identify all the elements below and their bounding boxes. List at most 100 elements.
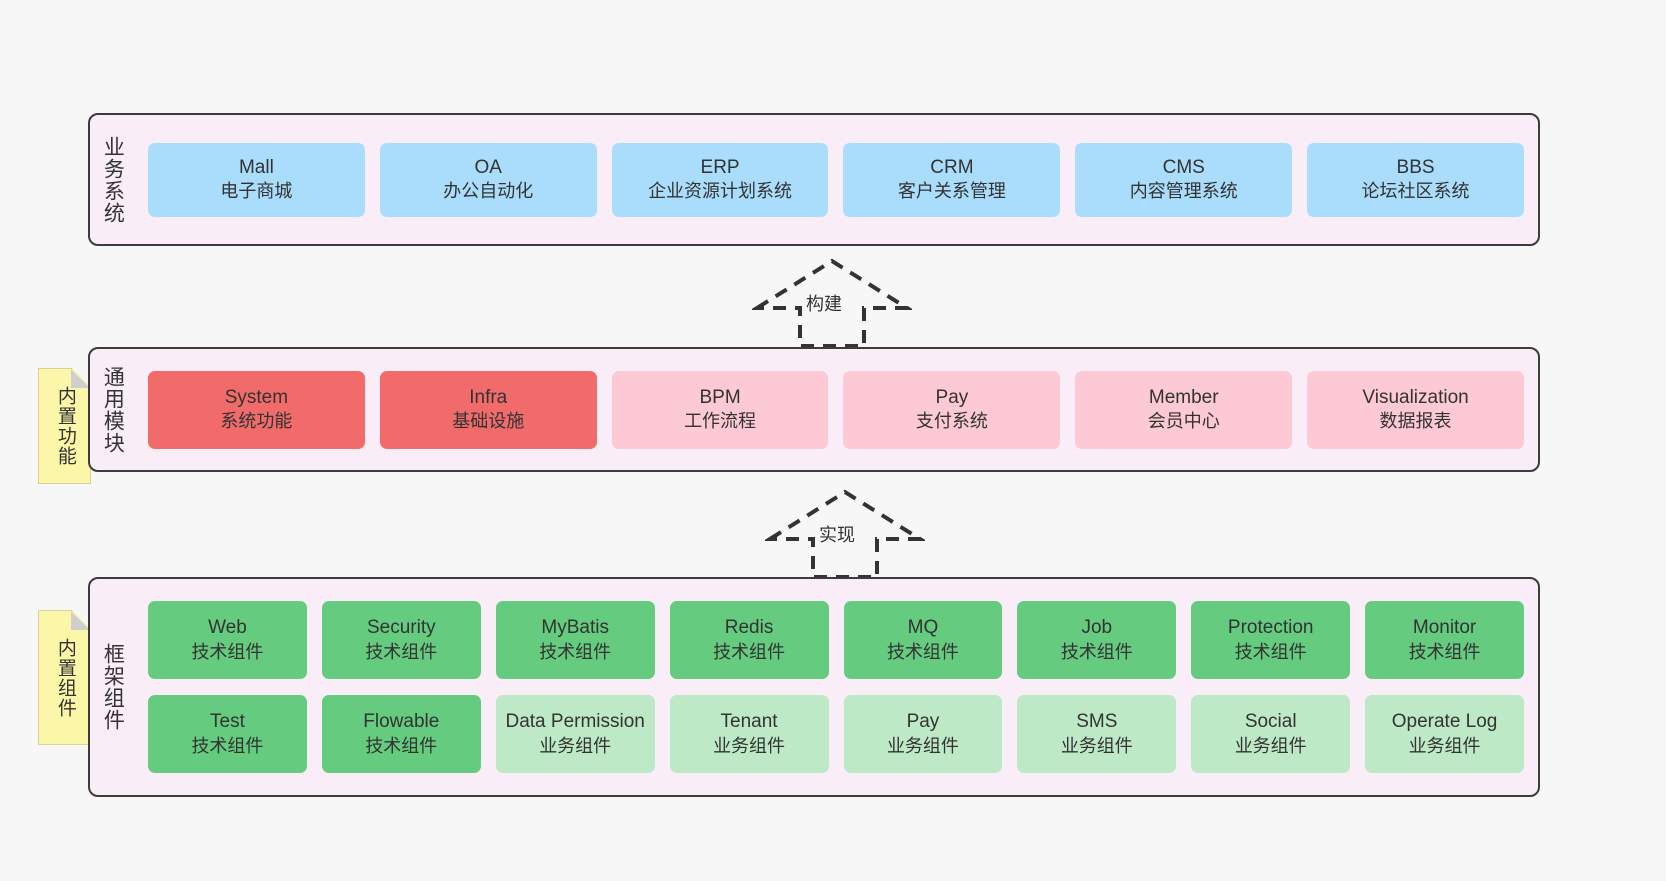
node-title: Protection [1227, 617, 1314, 639]
node-title: OA [474, 156, 502, 178]
layer-common-modules: 通用模块 System 系统功能 Infra 基础设施 BPM 工作流程 Pay… [88, 347, 1540, 472]
node-subtitle: 支付系统 [915, 411, 988, 432]
note-text: 内置组件 [54, 637, 76, 718]
node-cms[interactable]: CMS 内容管理系统 [1075, 142, 1293, 217]
connector-build-label: 构建 [806, 294, 842, 314]
node-subtitle: 技术组件 [1060, 641, 1133, 662]
node-subtitle: 技术组件 [713, 641, 786, 662]
node-title: CMS [1162, 156, 1205, 178]
node-pay[interactable]: Pay 支付系统 [843, 370, 1061, 449]
node-title: Pay [906, 711, 940, 733]
node-subtitle: 客户关系管理 [897, 181, 1006, 202]
layer-business-systems: 业务系统 Mall 电子商城 OA 办公自动化 ERP 企业资源计划系统 CRM… [88, 113, 1540, 246]
node-title: ERP [700, 156, 740, 178]
node-title: Pay [935, 386, 969, 408]
node-system[interactable]: System 系统功能 [148, 370, 365, 449]
node-subtitle: 业务组件 [539, 735, 612, 756]
layer-framework-components: 框架组件 Web 技术组件 Security 技术组件 MyBatis 技术组件… [88, 577, 1540, 797]
node-title: Security [366, 617, 436, 639]
node-subtitle: 技术组件 [1234, 641, 1307, 662]
node-subtitle: 业务组件 [886, 735, 959, 756]
node-social[interactable]: Social 业务组件 [1191, 695, 1351, 773]
node-security[interactable]: Security 技术组件 [321, 601, 481, 679]
node-flowable[interactable]: Flowable 技术组件 [321, 695, 481, 773]
note-builtin-components: 内置组件 [38, 610, 91, 745]
node-title: Web [208, 617, 247, 639]
node-web[interactable]: Web 技术组件 [148, 601, 307, 679]
node-subtitle: 工作流程 [684, 411, 757, 432]
node-subtitle: 业务组件 [1408, 735, 1481, 756]
node-title: Tenant [720, 711, 778, 733]
layer-body-framework-components: Web 技术组件 Security 技术组件 MyBatis 技术组件 Redi… [134, 579, 1538, 795]
node-monitor[interactable]: Monitor 技术组件 [1365, 601, 1524, 679]
node-subtitle: 会员中心 [1147, 411, 1220, 432]
node-bbs[interactable]: BBS 论坛社区系统 [1307, 142, 1524, 217]
node-subtitle: 业务组件 [1234, 735, 1307, 756]
node-subtitle: 系统功能 [220, 411, 293, 432]
node-title: Member [1148, 386, 1219, 408]
node-pay-component[interactable]: Pay 业务组件 [843, 695, 1003, 773]
node-subtitle: 技术组件 [1408, 641, 1481, 662]
connector-implement-arrow [763, 487, 927, 582]
node-title: Redis [724, 617, 774, 639]
layer-title-common-modules: 通用模块 [101, 365, 125, 454]
node-title: CRM [930, 156, 974, 178]
layer-title-business-systems: 业务系统 [101, 135, 125, 224]
node-subtitle: 办公自动化 [443, 181, 534, 202]
node-row: System 系统功能 Infra 基础设施 BPM 工作流程 Pay 支付系统… [148, 370, 1524, 449]
connector-implement-label: 实现 [819, 525, 855, 545]
node-test[interactable]: Test 技术组件 [148, 695, 307, 773]
node-erp[interactable]: ERP 企业资源计划系统 [611, 142, 829, 217]
generalization-arrow-icon [763, 489, 927, 579]
node-operate-log[interactable]: Operate Log 业务组件 [1365, 695, 1524, 773]
node-protection[interactable]: Protection 技术组件 [1191, 601, 1351, 679]
node-data-permission[interactable]: Data Permission 业务组件 [495, 695, 655, 773]
layer-body-business-systems: Mall 电子商城 OA 办公自动化 ERP 企业资源计划系统 CRM 客户关系… [134, 115, 1538, 244]
node-mq[interactable]: MQ 技术组件 [843, 601, 1003, 679]
node-title: Monitor [1412, 617, 1477, 639]
generalization-arrow-icon [750, 258, 914, 348]
node-oa[interactable]: OA 办公自动化 [379, 142, 597, 217]
node-subtitle: 基础设施 [452, 411, 525, 432]
node-title: Visualization [1362, 386, 1469, 408]
node-title: BPM [699, 386, 741, 408]
node-subtitle: 技术组件 [365, 641, 438, 662]
node-member[interactable]: Member 会员中心 [1075, 370, 1293, 449]
node-title: Mall [238, 156, 274, 178]
node-subtitle: 技术组件 [365, 735, 438, 756]
node-subtitle: 数据报表 [1379, 411, 1452, 432]
node-title: Operate Log [1391, 711, 1498, 733]
node-mybatis[interactable]: MyBatis 技术组件 [495, 601, 655, 679]
node-subtitle: 技术组件 [191, 641, 264, 662]
node-subtitle: 内容管理系统 [1129, 181, 1238, 202]
node-crm[interactable]: CRM 客户关系管理 [843, 142, 1061, 217]
node-bpm[interactable]: BPM 工作流程 [611, 370, 829, 449]
node-title: Test [210, 711, 245, 733]
node-title: MQ [907, 617, 939, 639]
layer-body-common-modules: System 系统功能 Infra 基础设施 BPM 工作流程 Pay 支付系统… [134, 349, 1538, 470]
node-row: Web 技术组件 Security 技术组件 MyBatis 技术组件 Redi… [148, 601, 1524, 679]
node-title: SMS [1076, 711, 1118, 733]
connector-build-arrow [750, 256, 914, 351]
node-subtitle: 业务组件 [713, 735, 786, 756]
node-subtitle: 业务组件 [1060, 735, 1133, 756]
node-redis[interactable]: Redis 技术组件 [669, 601, 829, 679]
node-subtitle: 技术组件 [886, 641, 959, 662]
node-title: MyBatis [541, 617, 609, 639]
node-tenant[interactable]: Tenant 业务组件 [669, 695, 829, 773]
node-visualization[interactable]: Visualization 数据报表 [1307, 370, 1524, 449]
node-title: BBS [1396, 156, 1435, 178]
node-job[interactable]: Job 技术组件 [1017, 601, 1177, 679]
node-subtitle: 论坛社区系统 [1361, 181, 1470, 202]
node-row: Test 技术组件 Flowable 技术组件 Data Permission … [148, 695, 1524, 773]
node-sms[interactable]: SMS 业务组件 [1017, 695, 1177, 773]
node-mall[interactable]: Mall 电子商城 [148, 142, 365, 217]
node-row: Mall 电子商城 OA 办公自动化 ERP 企业资源计划系统 CRM 客户关系… [148, 142, 1524, 217]
node-infra[interactable]: Infra 基础设施 [379, 370, 597, 449]
node-subtitle: 电子商城 [220, 181, 293, 202]
layer-title-framework-components: 框架组件 [101, 643, 125, 731]
node-title: Job [1081, 617, 1113, 639]
node-title: System [224, 386, 289, 408]
note-text: 内置功能 [54, 386, 76, 466]
note-builtin-features: 内置功能 [38, 368, 91, 484]
